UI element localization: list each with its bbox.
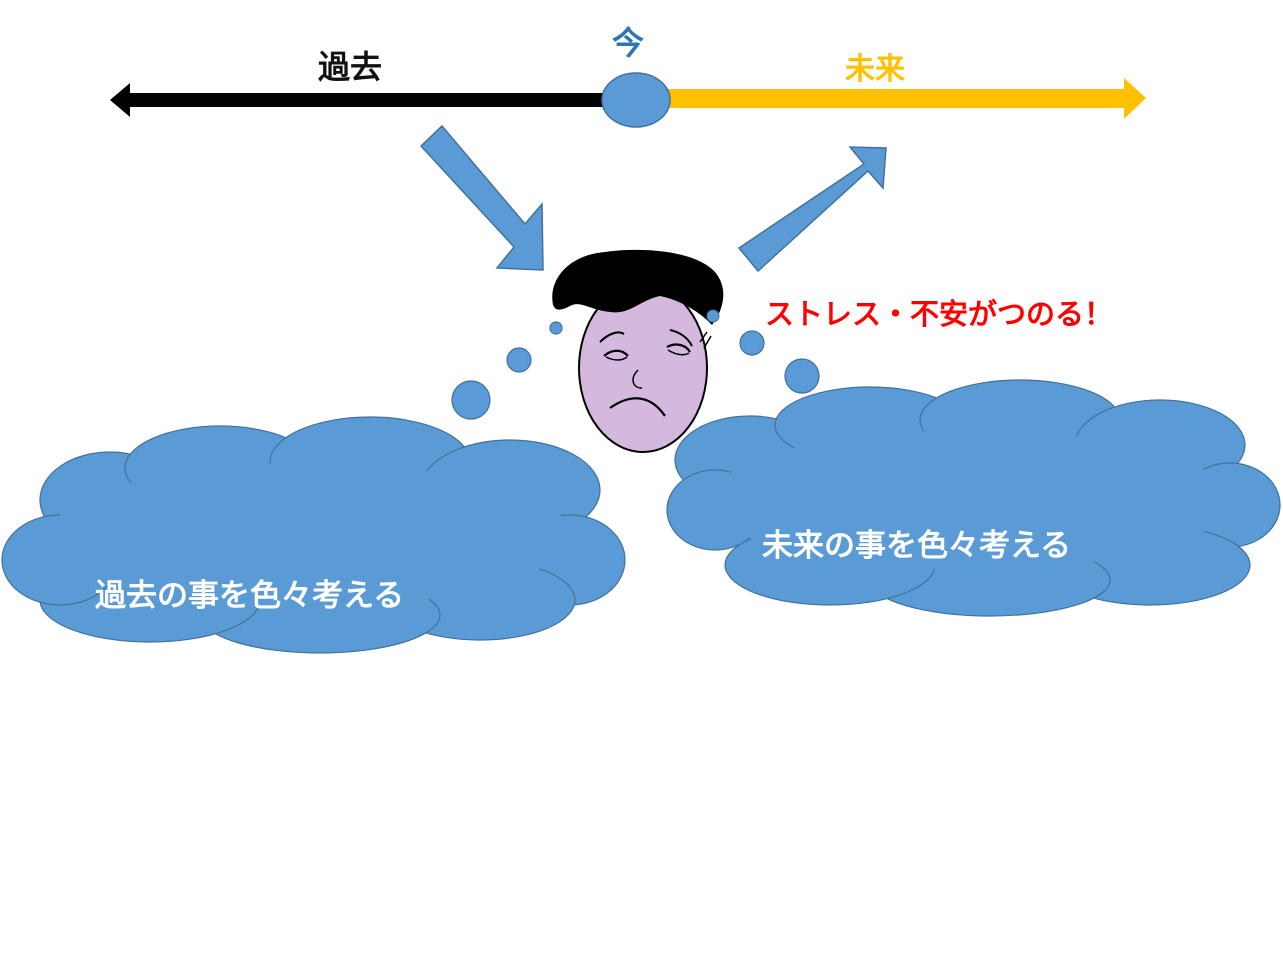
past-label: 過去 <box>318 48 383 86</box>
future-timeline-arrow <box>662 78 1146 119</box>
now-circle <box>601 72 671 128</box>
past-thoughts-line: 怒り 恐怖・・・ <box>173 866 421 902</box>
past-thoughts-line: 過去の事を色々考える <box>95 578 405 614</box>
past-thoughts-cloud <box>1 416 626 654</box>
future-label: 未来 <box>845 52 905 87</box>
left-eye <box>603 349 629 357</box>
now-label: 今 <box>612 24 645 62</box>
future-thoughts-cloud <box>666 379 1281 617</box>
worried-person-face <box>552 249 724 453</box>
nose <box>632 369 643 389</box>
future-thoughts-line: 仕事 ・・・ <box>840 816 1057 852</box>
past-thoughts-line: 後悔 悲しみ <box>143 722 329 758</box>
hair <box>552 249 724 325</box>
diagram-canvas <box>1 72 1281 654</box>
sweat-drop <box>706 309 720 323</box>
future-thoughts-line: 未来の事を色々考える <box>762 528 1072 564</box>
stress-anxiety-label: ストレス・不安がつのる！ <box>765 297 1114 331</box>
right-thought-bubbles <box>739 330 820 394</box>
right-eye <box>666 343 691 353</box>
left-thought-bubbles <box>451 321 563 420</box>
frowning-mouth <box>609 397 666 417</box>
past-to-person-arrow <box>419 124 544 271</box>
past-timeline-arrow <box>110 83 608 117</box>
person-to-future-arrow <box>737 146 887 273</box>
future-thoughts-line: お金 健康 <box>840 672 995 708</box>
future-thoughts-text: 未来の事を色々考える お金 健康 仕事 ・・・ <box>762 426 1071 906</box>
past-thoughts-text: 過去の事を色々考える 後悔 悲しみ 怒り 恐怖・・・ <box>95 476 421 956</box>
